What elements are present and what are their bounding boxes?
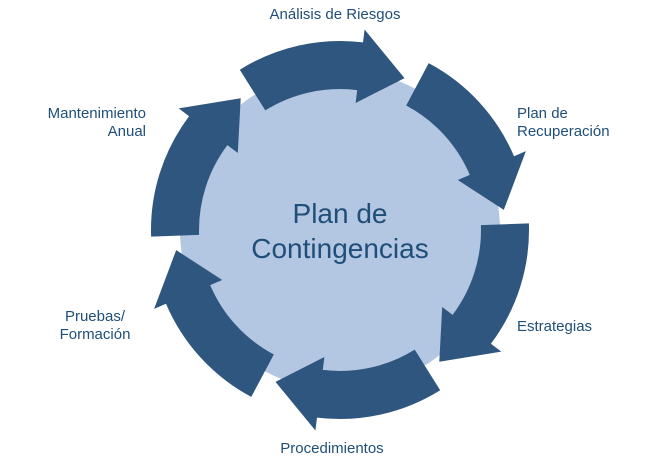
cycle-arrow-mantenimiento-anual <box>150 98 241 237</box>
step-label-procedimientos: Procedimientos <box>280 440 384 457</box>
step-label-mantenimiento-anual: Mantenimiento Anual <box>47 105 146 140</box>
cycle-arrow-pruebas-formacion <box>154 250 274 397</box>
step-label-analisis-de-riesgos: Análisis de Riesgos <box>269 6 401 23</box>
cycle-arrow-estrategias <box>439 223 530 362</box>
center-circle <box>180 70 500 390</box>
cycle-arrow-plan-recuperacion <box>406 63 526 210</box>
cycle-arrow-analisis <box>239 29 405 111</box>
step-label-estrategias: Estrategias <box>517 318 593 335</box>
step-label-pruebas-formacion: Pruebas/ Formación <box>59 308 131 343</box>
diagram-title: Plan de Contingencias <box>251 198 429 264</box>
cycle-arrow-procedimientos <box>275 349 441 431</box>
step-label-plan-de-recuperacion: Plan de Recuperación <box>517 105 610 140</box>
